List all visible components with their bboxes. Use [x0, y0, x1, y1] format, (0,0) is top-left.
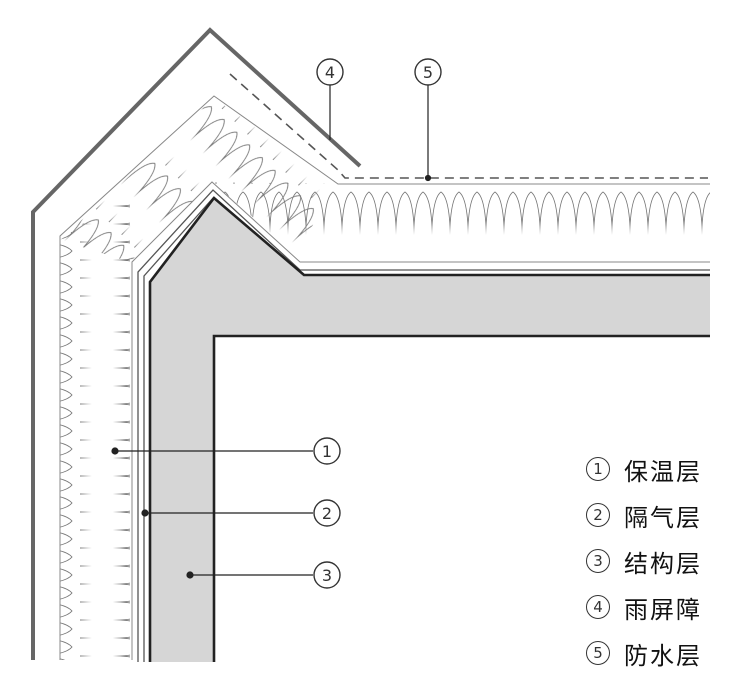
legend-label: 隔气层 [624, 503, 702, 532]
waterproof-dashed-line [229, 73, 708, 179]
structure-outline [148, 196, 710, 662]
insulation-outline [59, 95, 710, 660]
legend-label: 防水层 [624, 641, 702, 670]
svg-text:3: 3 [322, 566, 332, 585]
callout-2: 2 [313, 499, 341, 527]
insulation-layer [59, 95, 710, 660]
legend-item-vapor-barrier: 2 隔气层 [586, 492, 746, 538]
svg-text:4: 4 [325, 63, 335, 82]
legend-label: 结构层 [624, 549, 702, 578]
insulation-wall-band [60, 190, 130, 660]
svg-text:2: 2 [322, 504, 332, 523]
legend-label: 保温层 [624, 457, 702, 486]
legend-number: 1 [586, 457, 610, 481]
legend-item-structure: 3 结构层 [586, 538, 746, 584]
legend-number: 5 [586, 641, 610, 665]
legend-number: 2 [586, 503, 610, 527]
callout-4: 4 [316, 58, 344, 86]
legend-item-rainscreen: 4 雨屏障 [586, 584, 746, 630]
structure-fill [150, 198, 710, 662]
callout-leaders [111, 85, 432, 579]
svg-text:5: 5 [423, 63, 433, 82]
legend-item-waterproof: 5 防水层 [586, 630, 746, 676]
legend-item-insulation: 1 保温层 [586, 446, 746, 492]
callout-1: 1 [313, 437, 341, 465]
legend: 1 保温层 2 隔气层 3 结构层 4 雨屏障 5 防水层 [586, 446, 746, 676]
rainscreen-line [31, 27, 362, 660]
svg-text:1: 1 [322, 442, 332, 461]
callout-3: 3 [313, 561, 341, 589]
legend-number: 3 [586, 549, 610, 573]
structure-layer [148, 196, 710, 662]
callout-5: 5 [414, 58, 442, 86]
legend-number: 4 [586, 595, 610, 619]
insulation-roof-band [212, 182, 710, 258]
legend-label: 雨屏障 [624, 595, 702, 624]
